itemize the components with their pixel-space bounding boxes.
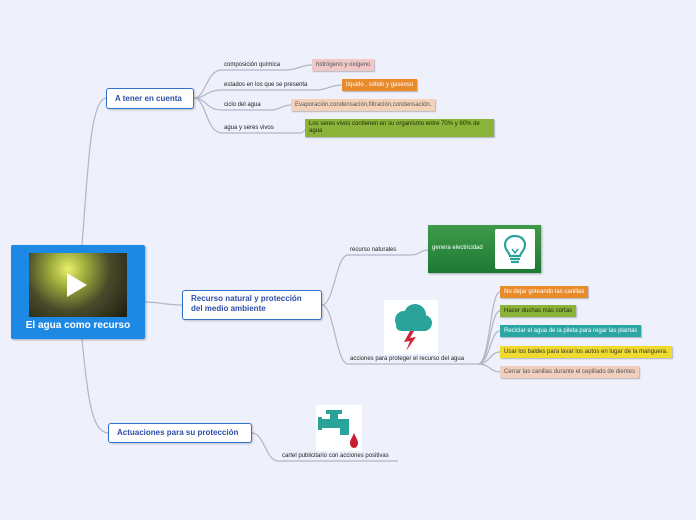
node-genera-electricidad[interactable]: genera electricidad	[428, 225, 541, 273]
subtopic-recurso-naturales[interactable]: recurso naturales	[350, 247, 397, 253]
subtopic-estados[interactable]: estados en los que se presenta	[224, 82, 308, 88]
lightbulb-icon	[495, 229, 535, 269]
branch-actuaciones[interactable]: Actuaciones para su protección	[108, 423, 252, 443]
subtopic-cartel[interactable]: cartel publicitario con acciones positiv…	[282, 453, 389, 459]
tag-action-4[interactable]: Usar los baldes para lavar los autos en …	[500, 346, 672, 358]
water-faucet-icon	[316, 405, 362, 451]
tag-action-3[interactable]: Reciclar el agua de la pileta para regar…	[500, 325, 642, 337]
branch-recurso-natural[interactable]: Recurso natural y protección del medio a…	[182, 290, 322, 320]
storm-cloud-icon	[384, 300, 438, 354]
subtopic-acciones[interactable]: acciones para proteger el recurso del ag…	[350, 356, 465, 362]
tag-seres-vivos[interactable]: Los seres vivos contienen en su organism…	[305, 119, 494, 137]
branch-a-tener-en-cuenta[interactable]: A tener en cuenta	[106, 88, 194, 109]
root-title: El agua como recurso	[25, 320, 131, 331]
subtopic-composicion[interactable]: composición química	[224, 62, 281, 68]
root-topic[interactable]: El agua como recurso	[11, 245, 145, 339]
play-icon[interactable]	[67, 273, 87, 297]
tag-composicion[interactable]: hidrógeno y oxígeno	[312, 59, 375, 71]
tag-action-1[interactable]: No dejar goteando las canillas	[500, 286, 589, 298]
subtopic-seres-vivos[interactable]: agua y seres vivos	[224, 125, 274, 131]
tag-estados[interactable]: líquido , sólido y gaseoso	[342, 79, 418, 91]
subtopic-ciclo[interactable]: ciclo del agua	[224, 102, 261, 108]
video-thumbnail[interactable]	[29, 253, 127, 317]
tag-action-5[interactable]: Cerrar las canillas durante el cepillado…	[500, 366, 640, 378]
tag-action-2[interactable]: Hacer duchas más cortas	[500, 305, 577, 317]
electricidad-label: genera electricidad	[432, 245, 483, 251]
tag-ciclo[interactable]: Evaporación,condensación,filtración,cond…	[291, 99, 436, 111]
